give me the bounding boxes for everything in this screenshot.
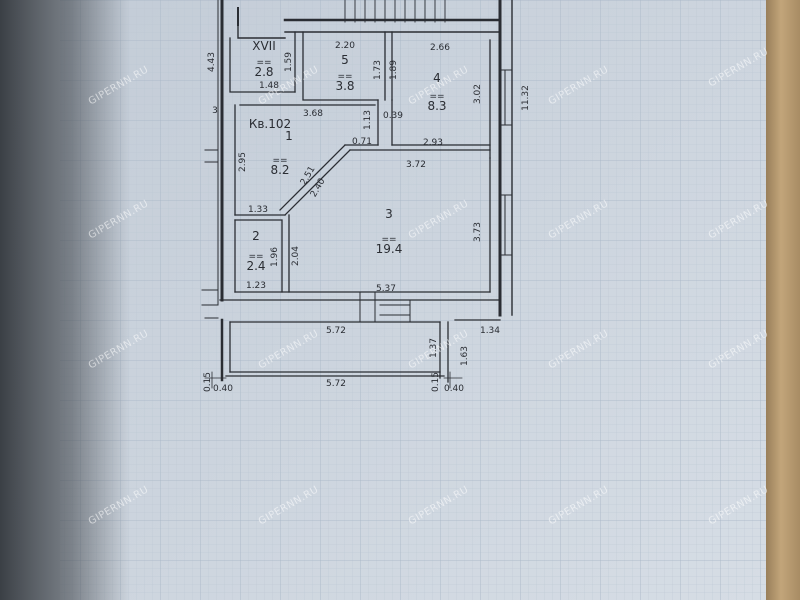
dim-d-572-top: 5.72: [326, 326, 346, 336]
room-5-area: 3.8: [335, 79, 354, 93]
dim-d-040-right: 0.40: [444, 384, 464, 394]
room-5-number: 5: [341, 53, 349, 67]
dim-d-3: 3: [212, 106, 218, 116]
room-2-number: 2: [252, 229, 260, 243]
shadow: [0, 0, 130, 600]
dim-d-015-right: 0.15: [431, 372, 441, 392]
dim-d-133: 1.33: [248, 205, 268, 215]
dim-d-148: 1.48: [259, 81, 279, 91]
room-3-area: 19.4: [376, 242, 403, 256]
room-3-area-mark: ==: [381, 235, 396, 245]
dim-d-196: 1.96: [270, 247, 280, 267]
room-1-number: 1: [285, 129, 293, 143]
room-XVII-area-mark: ==: [256, 58, 271, 68]
room-4-area: 8.3: [427, 99, 446, 113]
walls: [201, 0, 513, 389]
dim-d-134: 1.34: [480, 326, 500, 336]
room-XVII-number: XVII: [252, 39, 276, 53]
dim-d-204: 2.04: [291, 246, 301, 266]
room-2-area-mark: ==: [248, 252, 263, 262]
room-4-number: 4: [433, 71, 441, 85]
dim-d-302: 3.02: [473, 84, 483, 104]
dimension-labels: 4.43 3 1.59 1.48 2.20 2.66 1.73 1.89 3.02 11.32 3.…: [203, 41, 531, 394]
wooden-desk: [762, 0, 800, 600]
dim-d-159: 1.59: [284, 52, 294, 72]
dim-d-137: 1.37: [429, 338, 439, 358]
dim-d-220: 2.20: [335, 41, 355, 51]
dim-d-123: 1.23: [246, 281, 266, 291]
dim-d-368: 3.68: [303, 109, 323, 119]
room-1-area-mark: ==: [272, 156, 287, 166]
dim-d-1132: 11.32: [521, 85, 531, 111]
apartment-label: Кв.102: [249, 117, 291, 131]
dim-d-113: 1.13: [363, 110, 373, 130]
dim-d-372: 3.72: [406, 160, 426, 170]
dim-d-189: 1.89: [389, 60, 399, 80]
room-labels: XVII==2.85==3.84==8.31==8.23==19.42==2.4…: [246, 39, 446, 273]
dim-d-040-left: 0.40: [213, 384, 233, 394]
room-5-area-mark: ==: [337, 72, 352, 82]
dim-d-163: 1.63: [460, 346, 470, 366]
dim-d-443: 4.43: [207, 52, 217, 72]
dim-d-266: 2.66: [430, 43, 450, 53]
dim-d-015-left: 0.15: [203, 372, 213, 392]
dim-d-295: 2.95: [238, 152, 248, 172]
dim-d-071: 0.71: [352, 137, 372, 147]
dim-d-039: 0.39: [383, 111, 403, 121]
dim-d-293: 2.93: [423, 138, 443, 148]
dim-d-572-bottom: 5.72: [326, 379, 346, 389]
room-3-number: 3: [385, 207, 393, 221]
room-2-area: 2.4: [246, 259, 265, 273]
dim-d-173: 1.73: [373, 60, 383, 80]
dim-d-373: 3.73: [473, 222, 483, 242]
dim-d-537: 5.37: [376, 284, 396, 294]
room-1-area: 8.2: [270, 163, 289, 177]
room-XVII-area: 2.8: [254, 65, 273, 79]
room-4-area-mark: ==: [429, 92, 444, 102]
